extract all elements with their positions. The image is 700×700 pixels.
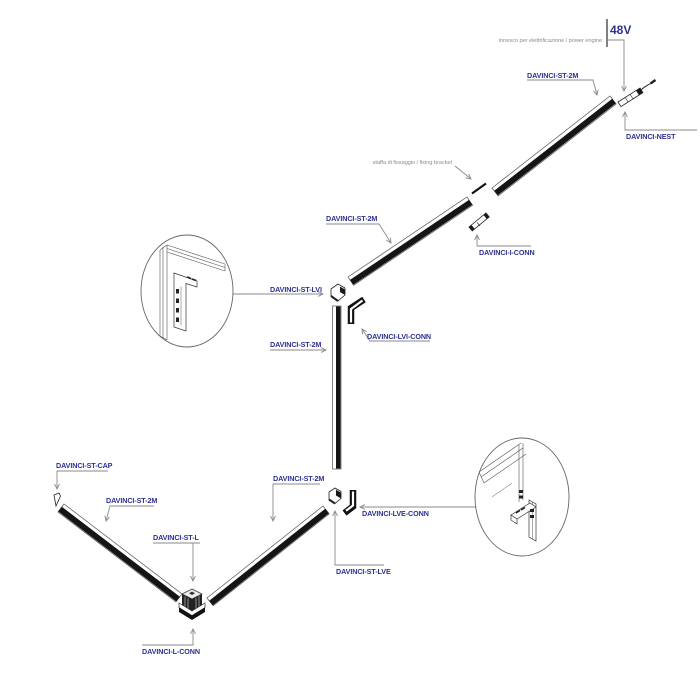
label-nest: DAVINCI-NEST — [626, 132, 676, 141]
label-st-lve: DAVINCI-ST-LVE — [336, 567, 391, 576]
track-st2m-vertical — [332, 305, 342, 470]
label-st2m-left: DAVINCI-ST-2M — [106, 496, 157, 505]
corner-st-lvi — [330, 283, 346, 302]
leader-lines — [54, 19, 697, 646]
track-st2m-left — [57, 503, 183, 603]
power-engine-leader — [607, 39, 627, 93]
connector-i-conn — [468, 212, 490, 232]
connector-lvi-conn — [347, 296, 366, 324]
lvi-conn-leader — [361, 328, 430, 342]
detail-callout-right — [474, 437, 570, 557]
label-st2m-bottom: DAVINCI-ST-2M — [273, 474, 324, 483]
corner-st-lve — [328, 487, 342, 505]
corner-st-l — [181, 588, 203, 611]
i-conn-leader — [474, 233, 531, 247]
connector-l-conn — [178, 602, 206, 620]
st2m-mid-leader — [326, 223, 392, 244]
st2m-left-leader — [104, 505, 154, 522]
label-lve-conn: DAVINCI-LVE-CONN — [362, 509, 429, 518]
label-st2m-mid: DAVINCI-ST-2M — [326, 214, 377, 223]
bracket-leader — [454, 165, 472, 180]
voltage-label: 48V — [610, 23, 631, 37]
fixing-bracket — [471, 182, 487, 195]
label-lvi-conn: DAVINCI-LVI-CONN — [367, 332, 431, 341]
detail-callout-left — [140, 234, 234, 348]
label-st2m-top: DAVINCI-ST-2M — [527, 71, 578, 80]
track-st2m-bottom — [206, 505, 330, 607]
label-i-conn: DAVINCI-I-CONN — [479, 248, 535, 257]
connector-lve-conn — [342, 490, 357, 516]
label-st-cap: DAVINCI-ST-CAP — [56, 461, 113, 470]
st-cap-leader — [54, 470, 108, 491]
label-st-lvi: DAVINCI-ST-LVI — [270, 285, 322, 294]
connector-nest — [617, 79, 657, 108]
cap-st-cap — [53, 492, 61, 508]
st-lve-leader — [332, 509, 384, 566]
st2m-top-leader — [527, 79, 599, 96]
fixing-bracket-note: staffa di fissaggio / fixing bracket — [373, 160, 453, 166]
nest-leader — [622, 110, 697, 131]
l-conn-leader — [142, 627, 196, 646]
st2m-bottom-leader — [270, 483, 320, 523]
track-st2m-mid — [347, 196, 474, 286]
label-l-conn: DAVINCI-L-CONN — [142, 647, 200, 656]
label-st2m-vert: DAVINCI-ST-2M — [270, 340, 321, 349]
track-st2m-top — [491, 95, 617, 197]
label-st-l: DAVINCI-ST-L — [153, 533, 199, 542]
power-engine-note: innesco per elettrificazione / power eng… — [499, 38, 602, 44]
